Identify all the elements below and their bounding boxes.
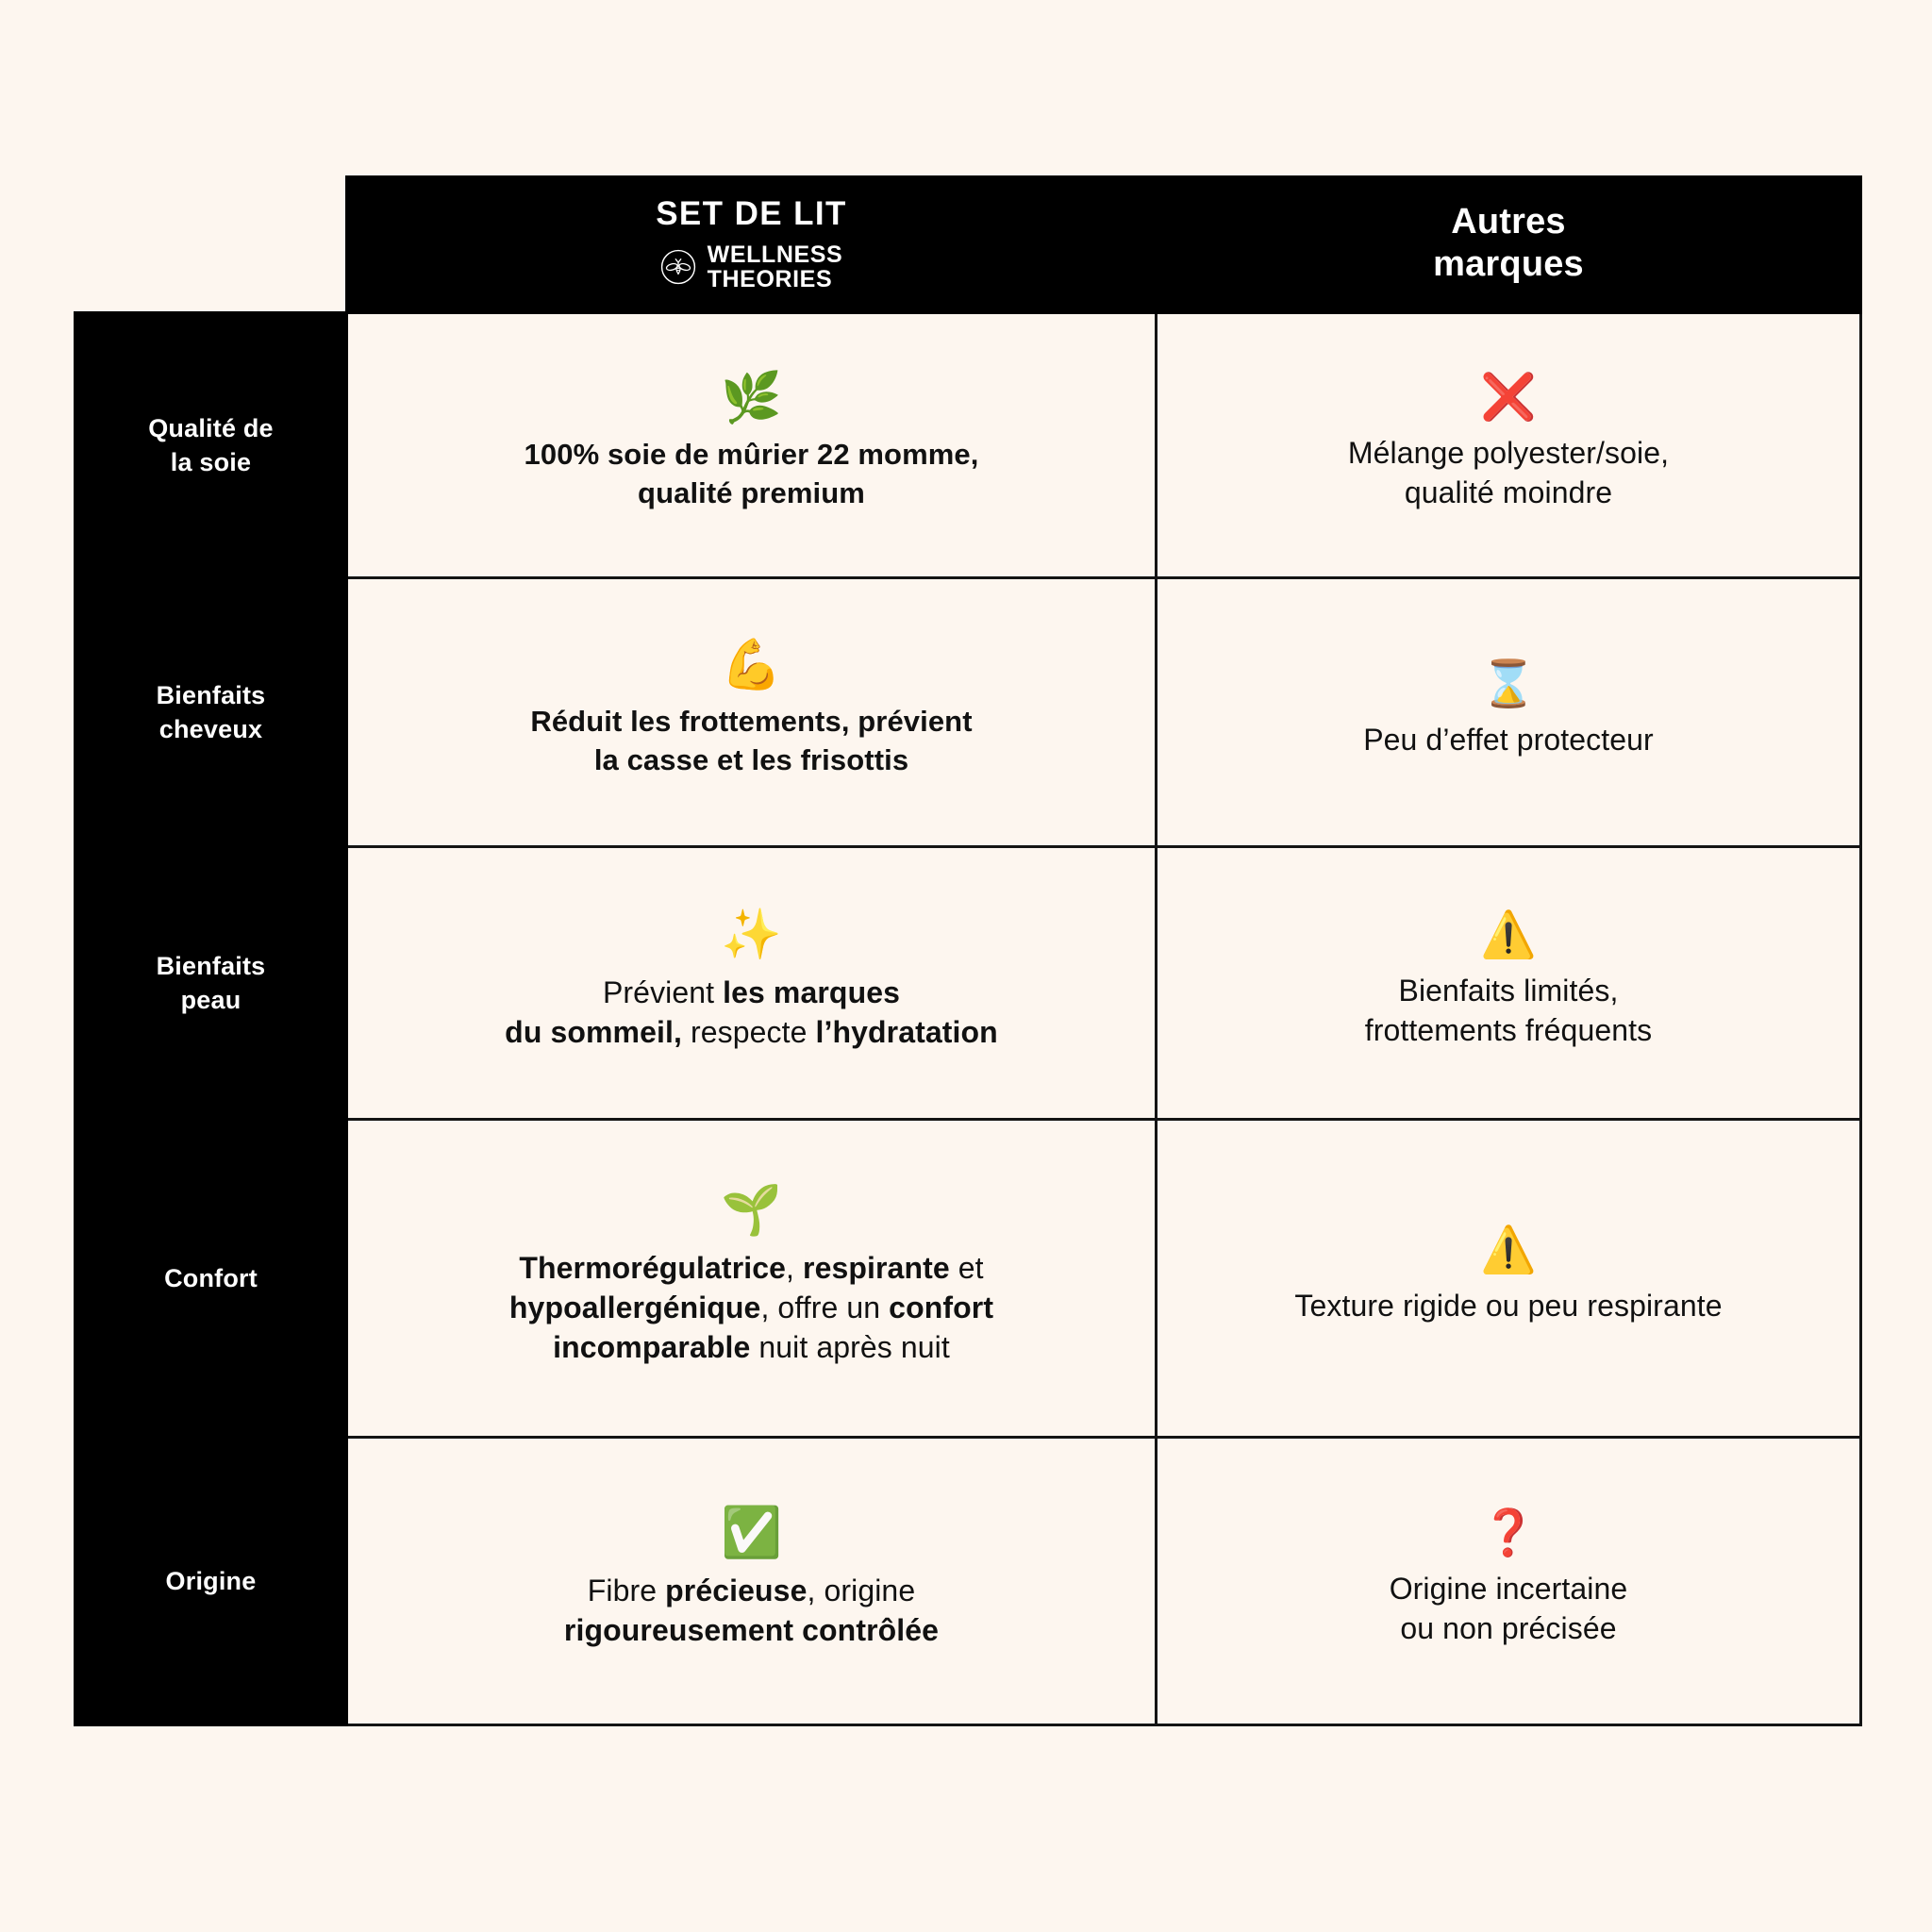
other-cell-bienfaits-cheveux: ⌛ Peu d’effet protecteur [1155,575,1862,848]
table-row: Confort 🌱 Thermorégulatrice, respirante … [74,1117,1862,1439]
sparkles-emoji-icon: ✨ [721,906,782,963]
comparison-table: SET DE LIT WELLNESS [74,175,1862,1726]
hourglass-emoji-icon: ⌛ [1480,657,1537,710]
header-other-column: Autres marques [1155,175,1862,314]
row-label-confort: Confort [74,1117,348,1439]
row-label-line1: Qualité de [148,413,274,442]
brand-wordmark: WELLNESS THEORIES [708,242,843,292]
table-body: Qualité de la soie 🌿 100% soie de mûrier… [74,310,1862,1726]
row-label-line2: cheveux [158,714,263,743]
brand-wordmark-line1: WELLNESS [707,241,843,268]
red-cross-mark-emoji-icon: ❌ [1480,370,1537,424]
other-cell-text: Texture rigide ou peu respirante [1294,1288,1723,1323]
brand-cell-text: 100% soie de mûrier 22 momme,qualité pre… [524,437,979,509]
other-cell-bienfaits-peau: ⚠️ Bienfaits limités,frottements fréquen… [1155,844,1862,1121]
other-cell-text: Bienfaits limités,frottements fréquents [1364,973,1653,1047]
row-label-qualite-de-la-soie: Qualité de la soie [74,310,348,579]
row-label-line1: Bienfaits [156,951,266,980]
other-brands-title-line2: marques [1433,244,1584,285]
herb-leaf-emoji-icon: 🌿 [721,369,782,426]
row-label-line1: Origine [165,1566,257,1595]
header-brand-column: SET DE LIT WELLNESS [345,175,1158,314]
row-label-line1: Confort [164,1263,258,1292]
warning-triangle-emoji-icon: ⚠️ [1480,908,1537,961]
table-row: Bienfaits cheveux 💪 Réduit les frottemen… [74,575,1862,848]
brand-title: SET DE LIT [656,195,847,232]
flexed-biceps-emoji-icon: 💪 [721,636,782,693]
red-question-mark-emoji-icon: ❓ [1480,1506,1537,1559]
green-check-mark-button-emoji-icon: ✅ [721,1504,782,1561]
brand-lockup: WELLNESS THEORIES [358,242,1145,292]
brand-wordmark-line2: THEORIES [707,266,833,293]
seedling-emoji-icon: 🌱 [721,1181,782,1239]
other-cell-qualite-de-la-soie: ❌ Mélange polyester/soie,qualité moindre [1155,310,1862,579]
brand-cell-qualite-de-la-soie: 🌿 100% soie de mûrier 22 momme,qualité p… [345,310,1158,579]
row-label-line2: la soie [170,447,252,476]
row-label-line1: Bienfaits [156,680,266,709]
table-row: Qualité de la soie 🌿 100% soie de mûrier… [74,310,1862,579]
bee-circle-logo-icon [660,250,695,285]
other-cell-text: Mélange polyester/soie,qualité moindre [1347,435,1670,509]
other-brands-title: Autres marques [1167,201,1850,287]
row-label-line2: peau [180,985,242,1014]
header-row: SET DE LIT WELLNESS [75,175,1862,314]
header-corner-spacer [75,176,347,313]
other-brands-title-line1: Autres [1451,201,1566,242]
table-header: SET DE LIT WELLNESS [75,175,1862,314]
other-cell-confort: ⚠️ Texture rigide ou peu respirante [1155,1117,1862,1439]
warning-triangle-emoji-icon: ⚠️ [1480,1223,1537,1276]
other-cell-text: Peu d’effet protecteur [1363,722,1654,757]
row-label-bienfaits-cheveux: Bienfaits cheveux [74,575,348,848]
row-label-bienfaits-peau: Bienfaits peau [74,844,348,1121]
row-label-origine: Origine [74,1435,348,1726]
